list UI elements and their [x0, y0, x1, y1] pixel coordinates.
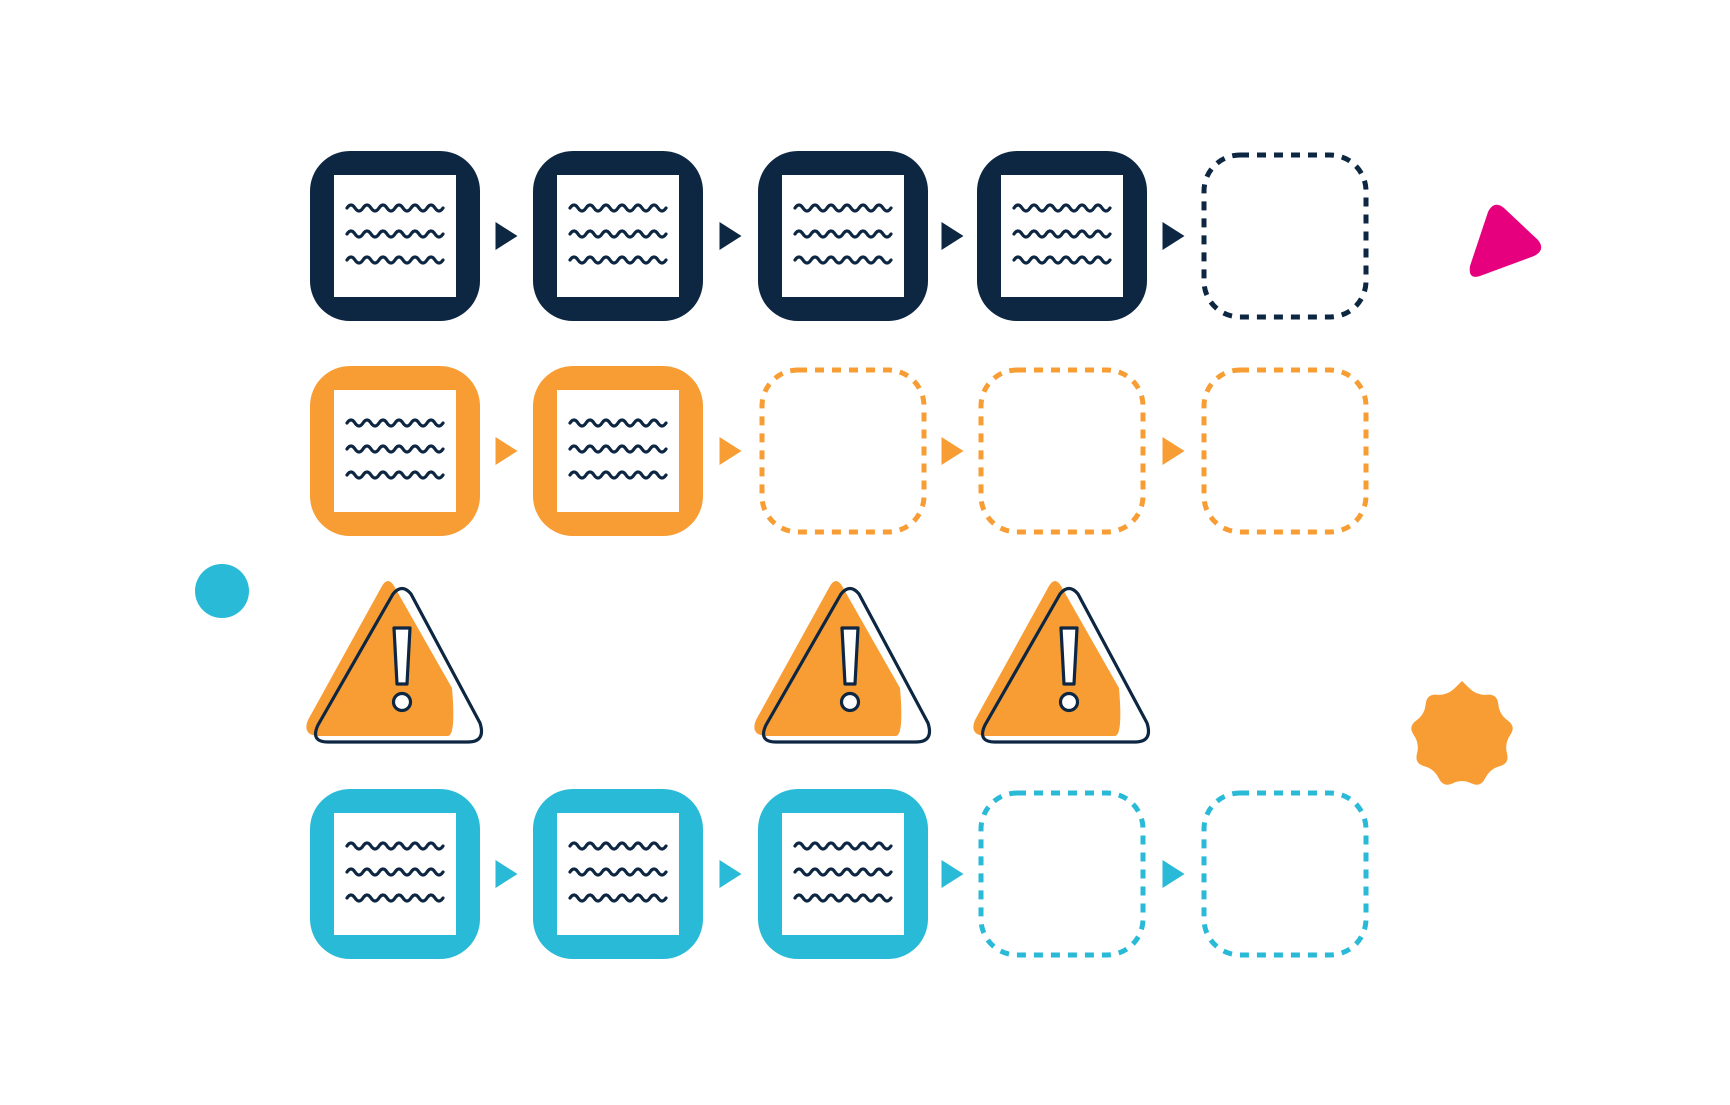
cyan-dot: [195, 564, 249, 618]
arrow-icon: [1162, 437, 1185, 465]
pending-step: [1201, 367, 1369, 535]
exclamation-mark: [392, 626, 412, 686]
text-lines-icon: [793, 841, 893, 903]
exclamation-dot: [839, 691, 861, 713]
row-orange: [310, 366, 1369, 536]
arrow-icon: [1162, 222, 1185, 250]
empty-step-placeholder: [759, 367, 927, 535]
arrow-icon: [941, 222, 964, 250]
arrow-icon: [941, 437, 964, 465]
document-step: [533, 789, 703, 959]
arrow-icon: [495, 860, 518, 888]
arrow-icon: [1162, 860, 1185, 888]
warning-icon: [973, 581, 1151, 744]
empty-step-placeholder: [1201, 152, 1369, 320]
document-step: [533, 366, 703, 536]
exclamation-dot: [1058, 691, 1080, 713]
arrow-icon: [719, 222, 742, 250]
text-lines-icon: [1012, 203, 1112, 265]
pending-step: [1201, 790, 1369, 958]
pending-step: [1201, 152, 1369, 320]
exclamation-mark: [1059, 626, 1079, 686]
exclamation-dot: [391, 691, 413, 713]
row-navy: [310, 151, 1369, 321]
document-step: [310, 789, 480, 959]
empty-step-placeholder: [978, 367, 1146, 535]
exclamation-mark: [840, 626, 860, 686]
decorations: [195, 204, 1542, 785]
warnings-row: [306, 581, 1151, 744]
text-lines-icon: [345, 841, 445, 903]
warning-icon: [754, 581, 932, 744]
arrow-icon: [719, 860, 742, 888]
empty-step-placeholder: [1201, 367, 1369, 535]
empty-step-placeholder: [978, 790, 1146, 958]
text-lines-icon: [793, 203, 893, 265]
arrow-icon: [719, 437, 742, 465]
document-step: [758, 789, 928, 959]
document-step: [310, 151, 480, 321]
arrow-icon: [941, 860, 964, 888]
document-step: [758, 151, 928, 321]
pink-play-icon: [1469, 204, 1542, 277]
text-lines-icon: [345, 418, 445, 480]
text-lines-icon: [345, 203, 445, 265]
document-step: [310, 366, 480, 536]
text-lines-icon: [568, 418, 668, 480]
document-step: [533, 151, 703, 321]
row-cyan: [310, 789, 1369, 959]
document-step: [977, 151, 1147, 321]
pending-step: [759, 367, 927, 535]
pending-step: [978, 790, 1146, 958]
arrow-icon: [495, 222, 518, 250]
text-lines-icon: [568, 841, 668, 903]
pending-step: [978, 367, 1146, 535]
arrow-icon: [495, 437, 518, 465]
warning-icon: [306, 581, 484, 744]
text-lines-icon: [568, 203, 668, 265]
empty-step-placeholder: [1201, 790, 1369, 958]
